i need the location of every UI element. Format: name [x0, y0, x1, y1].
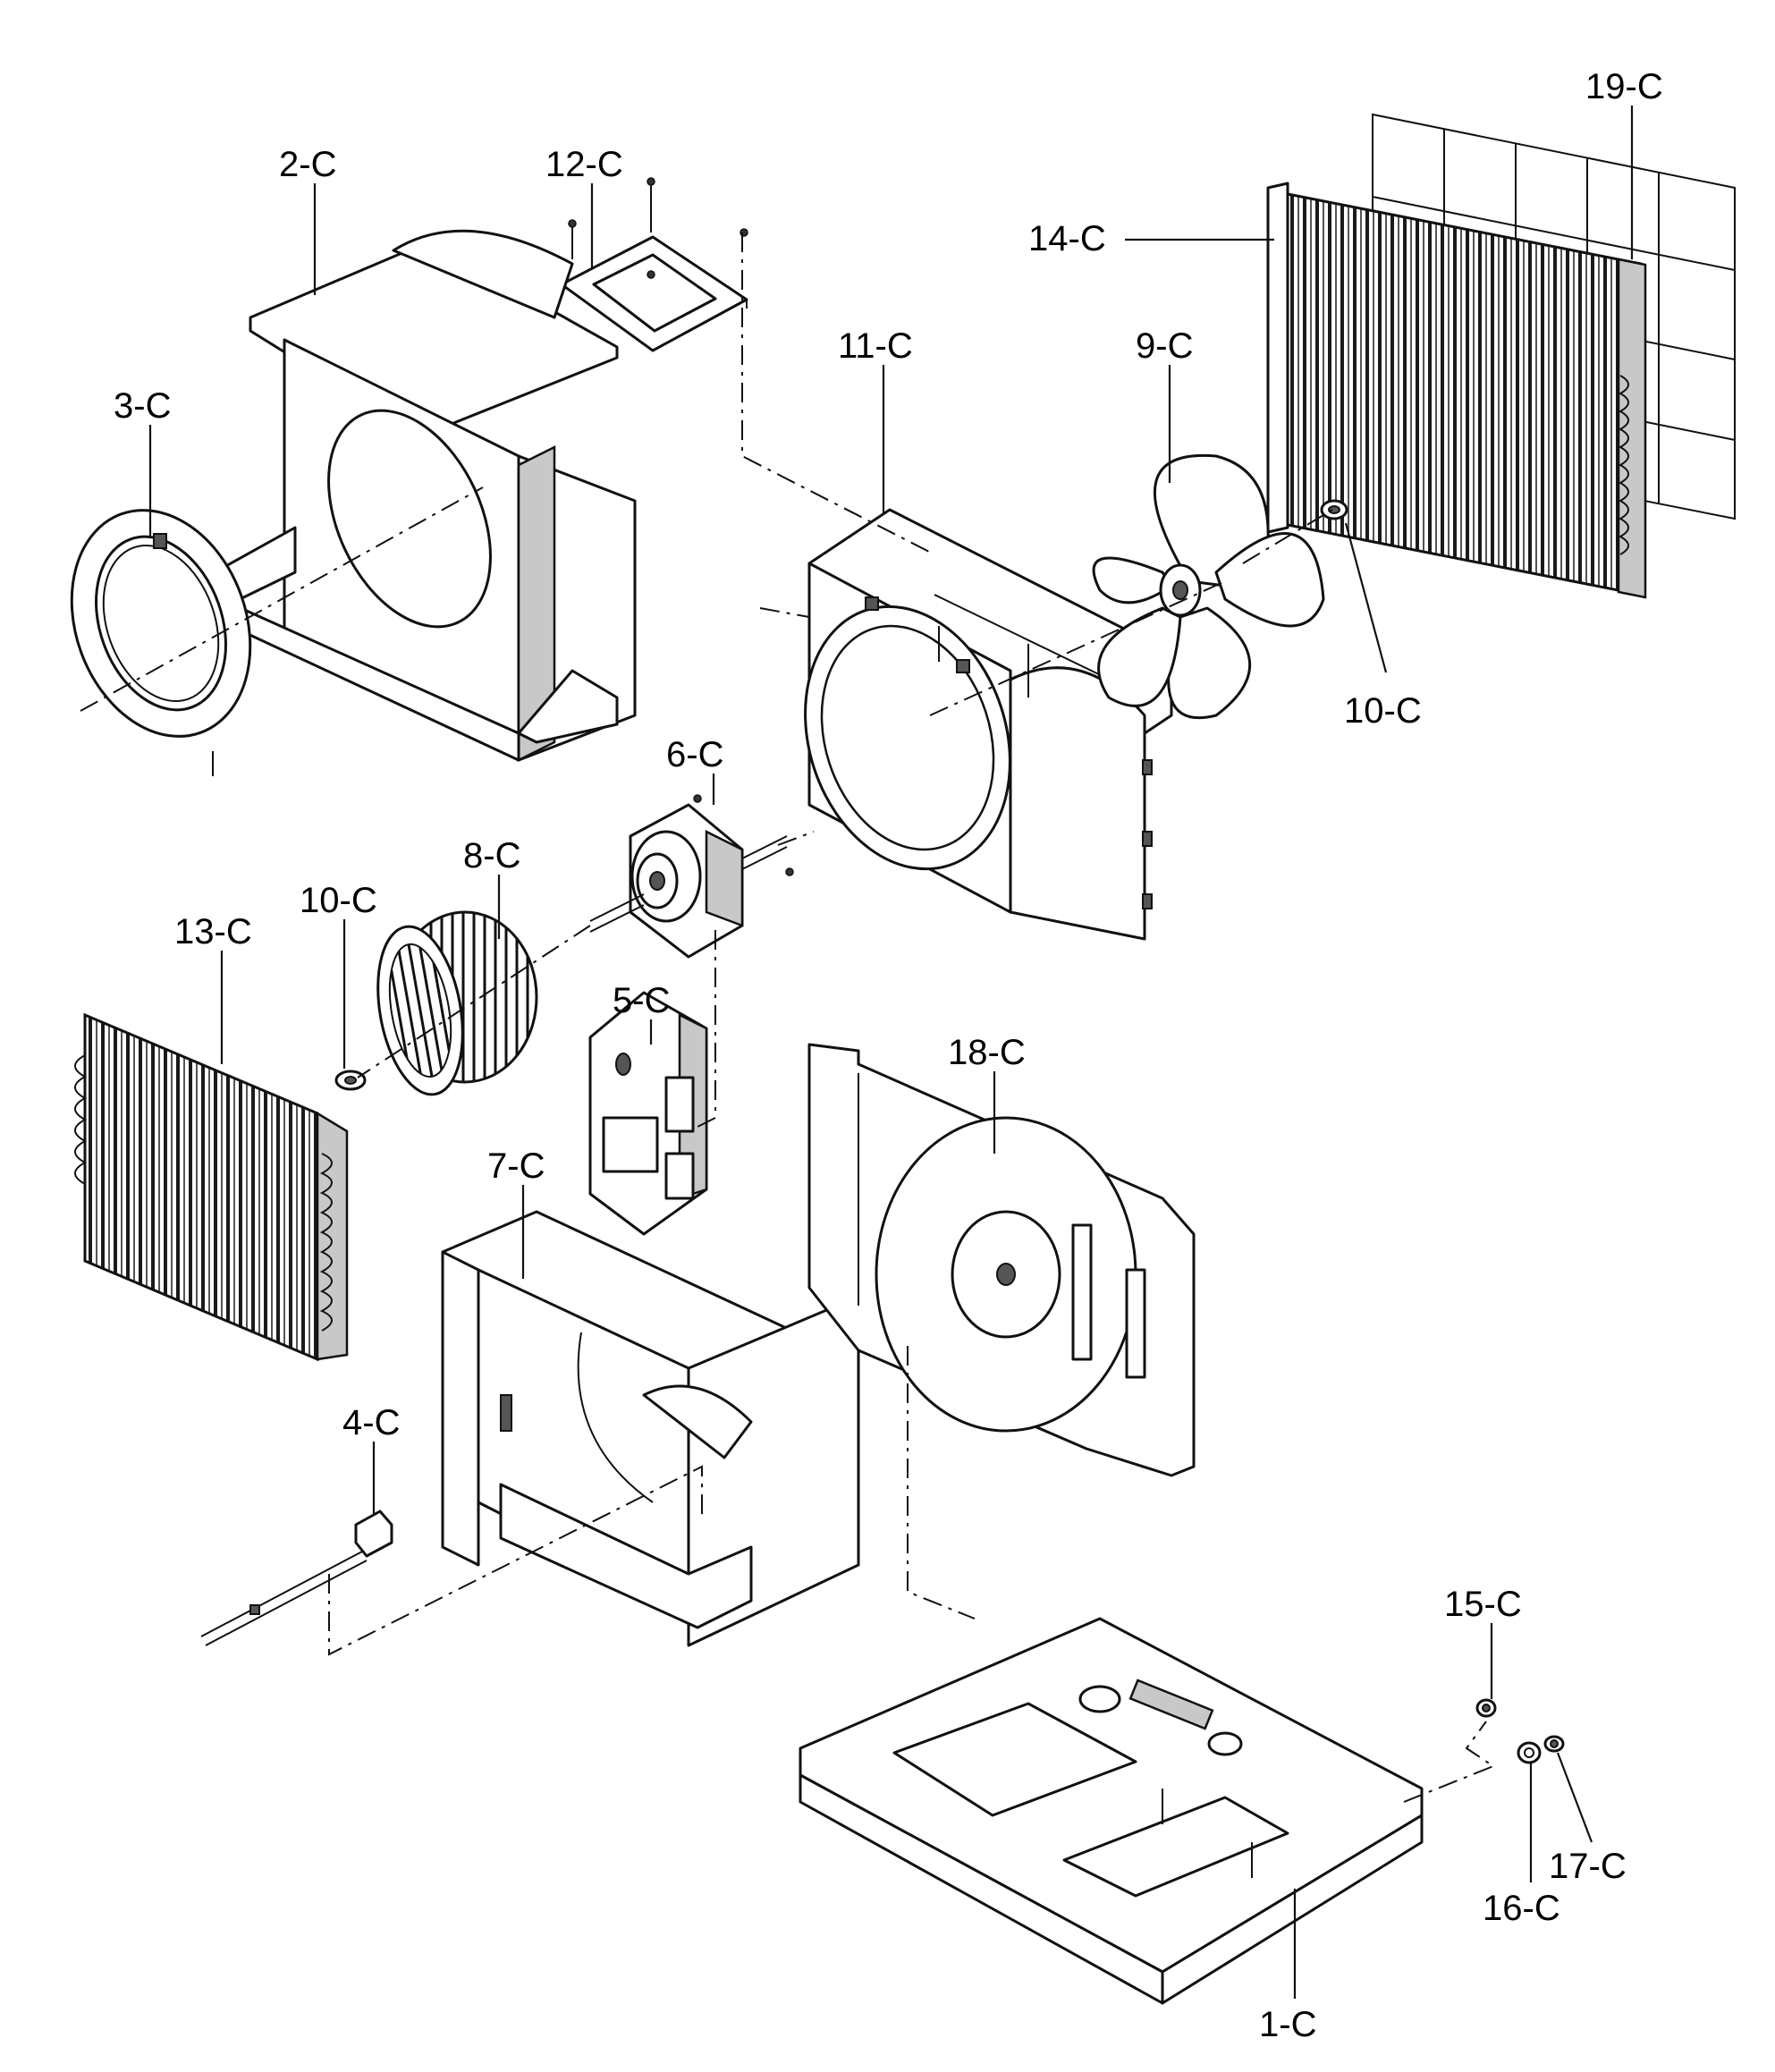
- label-18-c: 18-C: [948, 1033, 1026, 1072]
- label-3-c: 3-C: [114, 386, 171, 426]
- fan-clip-upper-part: [1320, 499, 1348, 520]
- label-13-c: 13-C: [174, 912, 252, 951]
- blower-housing-part: [441, 1210, 860, 1647]
- fan-motor-part: [589, 794, 794, 959]
- label-12-c: 12-C: [545, 145, 623, 184]
- thermistor-part: [200, 1510, 393, 1646]
- fan-clip-lower-part: [334, 1070, 367, 1091]
- top-bracket-part: [560, 177, 748, 352]
- label-10-c-upper: 10-C: [1344, 691, 1422, 731]
- washer-part: [1517, 1741, 1542, 1764]
- label-16-c: 16-C: [1483, 1889, 1560, 1928]
- assembly-lines: [80, 233, 1496, 1803]
- part-labels: 2-C 12-C 19-C 14-C 11-C 9-C 3-C 10-C 6-C…: [114, 67, 1663, 2044]
- orifice-ring-part: [70, 509, 252, 776]
- partition-panel-part: [807, 1043, 1196, 1477]
- condenser-coil-part: [74, 1012, 349, 1362]
- label-14-c: 14-C: [1028, 219, 1106, 258]
- label-10-c-lower: 10-C: [300, 881, 377, 920]
- axial-fan-part: [1092, 453, 1325, 720]
- label-6-c: 6-C: [666, 735, 723, 774]
- label-7-c: 7-C: [487, 1146, 545, 1186]
- base-pan-part: [799, 1617, 1424, 2005]
- bolt-part: [1543, 1735, 1565, 1753]
- label-11-c: 11-C: [838, 326, 913, 366]
- label-4-c: 4-C: [342, 1403, 400, 1442]
- label-15-c: 15-C: [1444, 1585, 1522, 1624]
- leader-lines: [148, 106, 1634, 1999]
- front-housing-part: [213, 229, 637, 763]
- label-2-c: 2-C: [279, 145, 336, 184]
- fan-shroud-part: [804, 508, 1173, 941]
- evaporator-coil-part: [1266, 182, 1647, 599]
- label-17-c: 17-C: [1549, 1847, 1627, 1886]
- label-9-c: 9-C: [1136, 326, 1193, 366]
- label-19-c: 19-C: [1585, 67, 1663, 106]
- label-8-c: 8-C: [463, 836, 520, 875]
- nut-part: [1475, 1698, 1497, 1718]
- blower-wheel-part: [376, 910, 538, 1096]
- motor-mount-part: [588, 991, 708, 1236]
- label-1-c: 1-C: [1259, 2005, 1316, 2044]
- label-5-c: 5-C: [613, 981, 670, 1020]
